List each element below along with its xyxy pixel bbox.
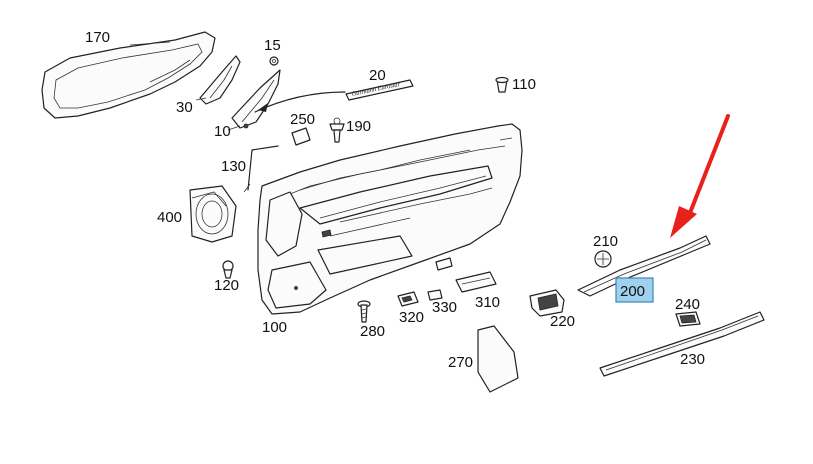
callout-220: 220 [550, 313, 575, 330]
callout-10: 10 [214, 123, 231, 140]
callout-320: 320 [399, 309, 424, 326]
leader-170 [129, 41, 171, 46]
part-330-connector [427, 289, 443, 301]
part-230-lower-strip [599, 311, 765, 377]
callout-120: 120 [214, 277, 239, 294]
callout-30: 30 [176, 99, 193, 116]
callout-270: 270 [448, 354, 473, 371]
part-130-rod [243, 145, 279, 193]
callout-170: 170 [85, 29, 110, 46]
callout-240: 240 [675, 296, 700, 313]
part-10-mirror-triangle [231, 69, 281, 129]
part-100-door-panel [257, 123, 523, 315]
callout-250: 250 [290, 111, 315, 128]
part-280-screw [357, 300, 371, 323]
callout-200-highlight: 200 [615, 277, 654, 303]
red-pointer-arrow [670, 114, 730, 238]
callout-190: 190 [346, 118, 371, 135]
callout-110: 110 [512, 76, 536, 93]
part-15-clip [269, 56, 279, 66]
callout-130: 130 [221, 158, 246, 175]
part-30-mirror-cover [199, 55, 241, 105]
callout-230: 230 [680, 351, 705, 368]
part-250-pad [291, 127, 311, 146]
callout-330: 330 [432, 299, 457, 316]
part-200-trim-strip [577, 235, 711, 297]
callout-20: 20 [369, 67, 386, 84]
part-320-switch [397, 291, 419, 307]
callout-200: 200 [620, 283, 645, 300]
leader-10 [227, 125, 241, 131]
callout-210: 210 [593, 233, 618, 250]
part-120-clip [222, 260, 234, 279]
callout-15: 15 [264, 37, 281, 54]
part-210-cap [594, 250, 612, 268]
callout-100: 100 [262, 319, 287, 336]
part-220-handle-bezel [529, 289, 565, 317]
part-110-clip [495, 76, 509, 93]
assembly-arrow-head [258, 103, 268, 112]
part-190-push-clip [329, 117, 345, 143]
callout-310: 310 [475, 294, 500, 311]
part-310-light [455, 271, 497, 293]
callout-280: 280 [360, 323, 385, 340]
part-400-speaker [189, 185, 237, 243]
callout-400: 400 [157, 209, 182, 226]
part-240-clip [675, 311, 701, 327]
part-270-foil [477, 325, 519, 393]
leader-30 [195, 97, 207, 101]
